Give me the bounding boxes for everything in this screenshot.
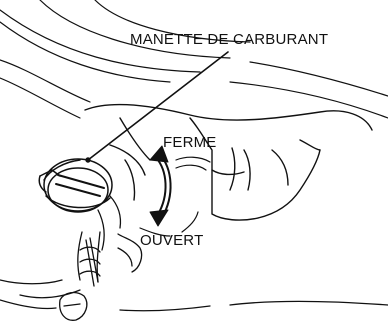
engine-housing-lines <box>0 0 388 118</box>
leader-dot <box>86 158 90 162</box>
fuel-line <box>0 196 388 320</box>
open-label: OUVERT <box>140 233 203 248</box>
fuel-valve-knob <box>39 159 112 212</box>
fuel-lever-label: MANETTE DE CARBURANT <box>130 32 328 47</box>
carburetor-body <box>85 105 372 221</box>
open-close-arrow <box>150 146 168 226</box>
closed-label: FERME <box>163 135 217 150</box>
linkage-details <box>140 157 210 236</box>
